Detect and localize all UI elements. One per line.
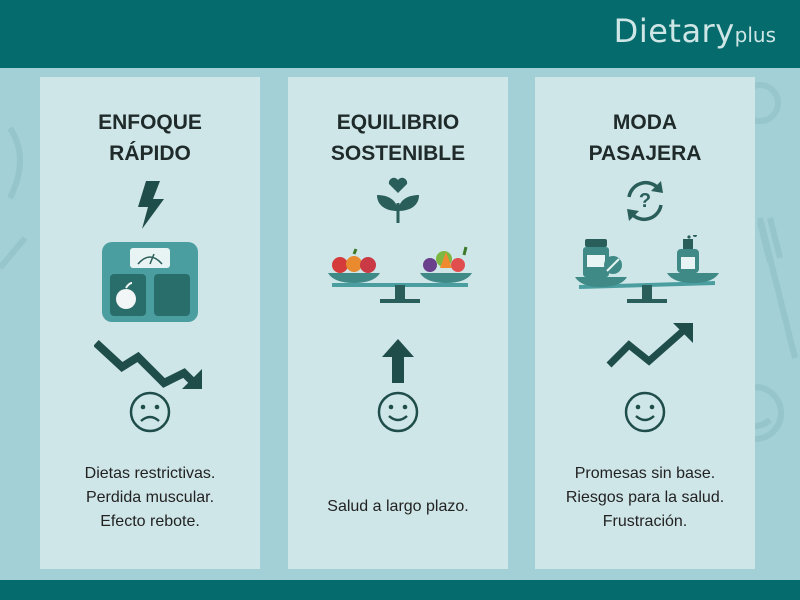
card-description-line: Frustración. <box>602 513 688 530</box>
card-fad-diet: MODA PASAJERA ? Promesas sin base <box>535 77 755 569</box>
happy-face-icon <box>624 391 666 433</box>
card-description-line: Perdida muscular. <box>85 489 215 506</box>
card-description: Dietas restrictivas. Perdida muscular. E… <box>40 462 260 534</box>
balance-supplements-icon <box>575 235 719 303</box>
card-title: MODA PASAJERA <box>535 107 755 169</box>
svg-text:?: ? <box>639 190 651 212</box>
card-title-line: EQUILIBRIO <box>336 111 460 134</box>
weighing-scale-icon <box>102 242 198 322</box>
arrow-up-icon <box>382 339 414 383</box>
card-title: ENFOQUE RÁPIDO <box>40 107 260 169</box>
header-bar: Dietaryplus <box>0 0 800 68</box>
brand-suffix: plus <box>734 23 776 47</box>
sprout-heart-icon <box>377 177 419 223</box>
card-quick-approach: ENFOQUE RÁPIDO Dietas restrictivas. Perd… <box>40 77 260 569</box>
footer-bar <box>0 580 800 600</box>
card-description-line: Riesgos para la salud. <box>565 489 725 506</box>
card-description: Promesas sin base. Riesgos para la salud… <box>535 462 755 534</box>
balance-fruits-vegetables-icon <box>328 246 472 303</box>
card-title-line: ENFOQUE <box>98 111 202 134</box>
brand-name: Dietary <box>613 12 735 50</box>
card-description-line: Promesas sin base. <box>574 465 716 482</box>
card-description-line: Dietas restrictivas. <box>84 465 216 482</box>
sad-face-icon <box>129 391 171 433</box>
trend-down-icon <box>94 340 202 389</box>
card-title-line: SOSTENIBLE <box>330 142 466 165</box>
card-description-line: Efecto rebote. <box>100 513 200 530</box>
card-description-line: Salud a largo plazo. <box>327 498 469 515</box>
card-title: EQUILIBRIO SOSTENIBLE <box>288 107 508 169</box>
card-description: Salud a largo plazo. <box>288 495 508 519</box>
question-cycle-icon: ? <box>627 180 663 222</box>
card-sustainable-balance: EQUILIBRIO SOSTENIBLE Salud a largo plaz… <box>288 77 508 569</box>
lightning-icon <box>138 181 164 229</box>
happy-face-icon <box>377 391 419 433</box>
trend-up-icon <box>606 323 693 368</box>
brand-logo: Dietaryplus <box>614 12 776 50</box>
card-title-line: PASAJERA <box>588 142 702 165</box>
card-title-line: MODA <box>612 111 678 134</box>
card-title-line: RÁPIDO <box>109 142 191 165</box>
